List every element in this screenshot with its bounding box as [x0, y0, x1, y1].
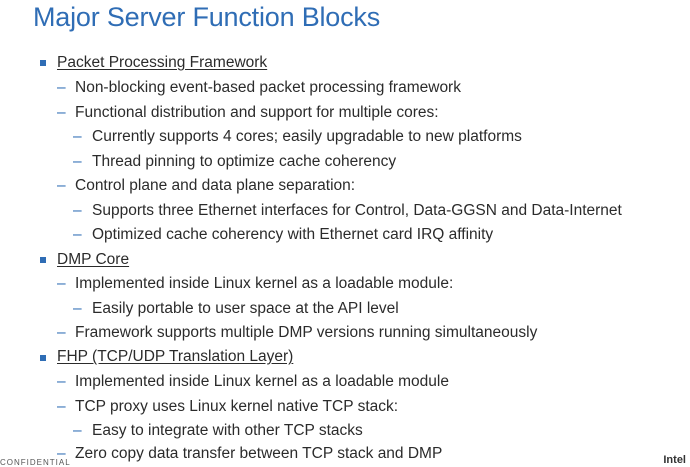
list-item: Optimized cache coherency with Ethernet …	[92, 226, 494, 243]
dash-icon: –	[73, 226, 82, 243]
list-item: Functional distribution and support for …	[75, 104, 439, 121]
section-heading: Packet Processing Framework	[57, 54, 268, 71]
dash-icon: –	[57, 104, 66, 121]
list-item: Control plane and data plane separation:	[75, 177, 356, 194]
list-item: Easy to integrate with other TCP stacks	[92, 422, 363, 439]
list-item: Implemented inside Linux kernel as a loa…	[75, 275, 454, 292]
list-item: Currently supports 4 cores; easily upgra…	[92, 128, 522, 145]
dash-icon: –	[57, 445, 66, 462]
company-logo: Intel	[663, 454, 686, 466]
list-item: Implemented inside Linux kernel as a loa…	[75, 373, 449, 390]
bullet-square-icon	[40, 257, 46, 263]
dash-icon: –	[73, 153, 82, 170]
section-heading: DMP Core	[57, 251, 130, 268]
list-item: Zero copy data transfer between TCP stac…	[75, 445, 443, 462]
dash-icon: –	[57, 398, 66, 415]
list-item: Non-blocking event-based packet processi…	[75, 79, 461, 96]
dash-icon: –	[73, 128, 82, 145]
dash-icon: –	[57, 275, 66, 292]
list-item: Supports three Ethernet interfaces for C…	[92, 202, 622, 219]
slide-title: Major Server Function Blocks	[33, 2, 381, 32]
list-item: Thread pinning to optimize cache coheren…	[92, 153, 397, 170]
dash-icon: –	[57, 79, 66, 96]
footer-confidential: CONFIDENTIAL	[0, 458, 71, 467]
section-heading: FHP (TCP/UDP Translation Layer)	[57, 348, 294, 365]
dash-icon: –	[73, 202, 82, 219]
bullet-square-icon	[40, 60, 46, 66]
bullet-square-icon	[40, 355, 46, 361]
dash-icon: –	[57, 177, 66, 194]
list-item: Framework supports multiple DMP versions…	[75, 324, 538, 341]
dash-icon: –	[57, 373, 66, 390]
dash-icon: –	[73, 300, 82, 317]
list-item: Easily portable to user space at the API…	[92, 300, 399, 317]
list-item: TCP proxy uses Linux kernel native TCP s…	[75, 398, 399, 415]
dash-icon: –	[73, 422, 82, 439]
dash-icon: –	[57, 324, 66, 341]
